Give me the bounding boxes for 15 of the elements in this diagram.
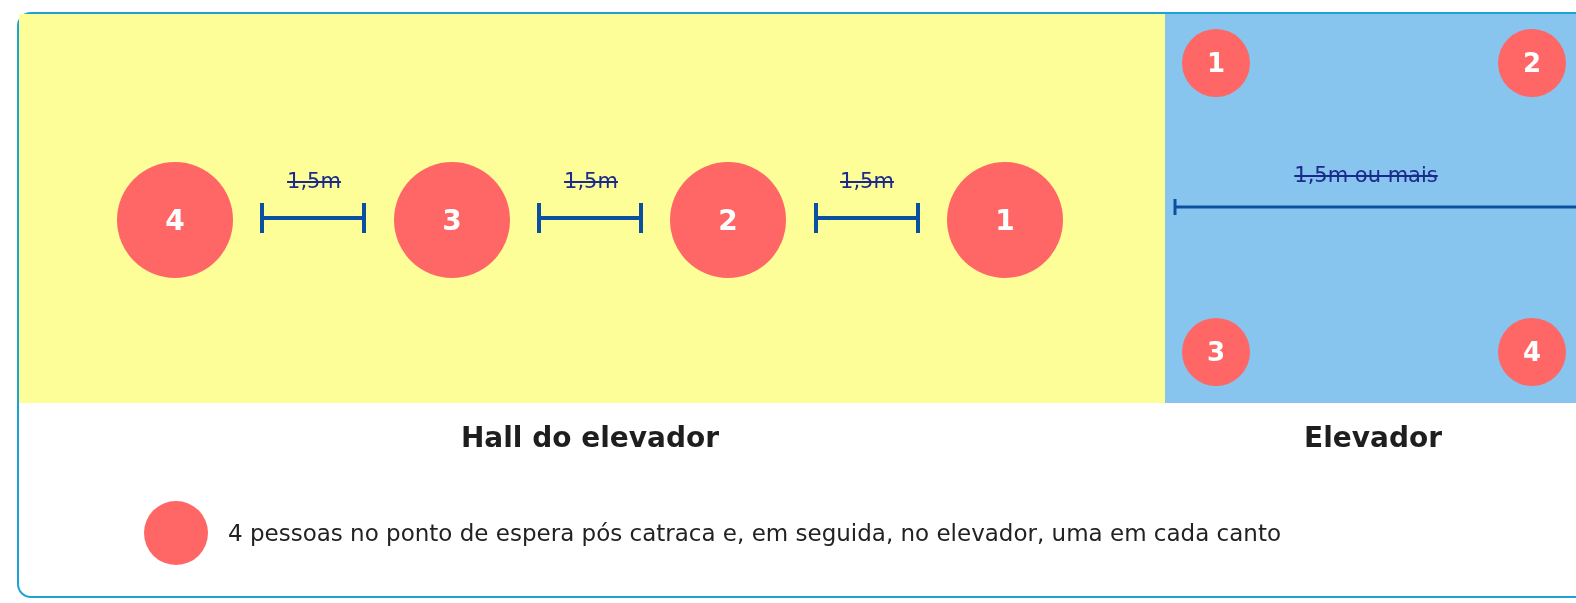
person-circle: 1	[1182, 29, 1250, 97]
dimension-label: 1,5m	[287, 169, 341, 193]
area-heading: Elevador	[1304, 421, 1442, 454]
person-circle: 3	[1182, 318, 1250, 386]
area-heading: Hall do elevador	[460, 421, 720, 454]
legend-text: 4 pessoas no ponto de espera pós catraca e, em seguida, no elevador, uma em cada canto	[228, 520, 1282, 546]
person-circle: 3	[394, 162, 510, 278]
person-circle: 2	[670, 162, 786, 278]
person-circle: 4	[1498, 318, 1566, 386]
dimension-label: 1,5m ou mais	[1294, 163, 1438, 187]
person-circle: 2	[1498, 29, 1566, 97]
person-circle: 1	[947, 162, 1063, 278]
dimension-label: 1,5m	[564, 169, 618, 193]
person-circle: 4	[117, 162, 233, 278]
dimension-label: 1,5m	[840, 169, 894, 193]
